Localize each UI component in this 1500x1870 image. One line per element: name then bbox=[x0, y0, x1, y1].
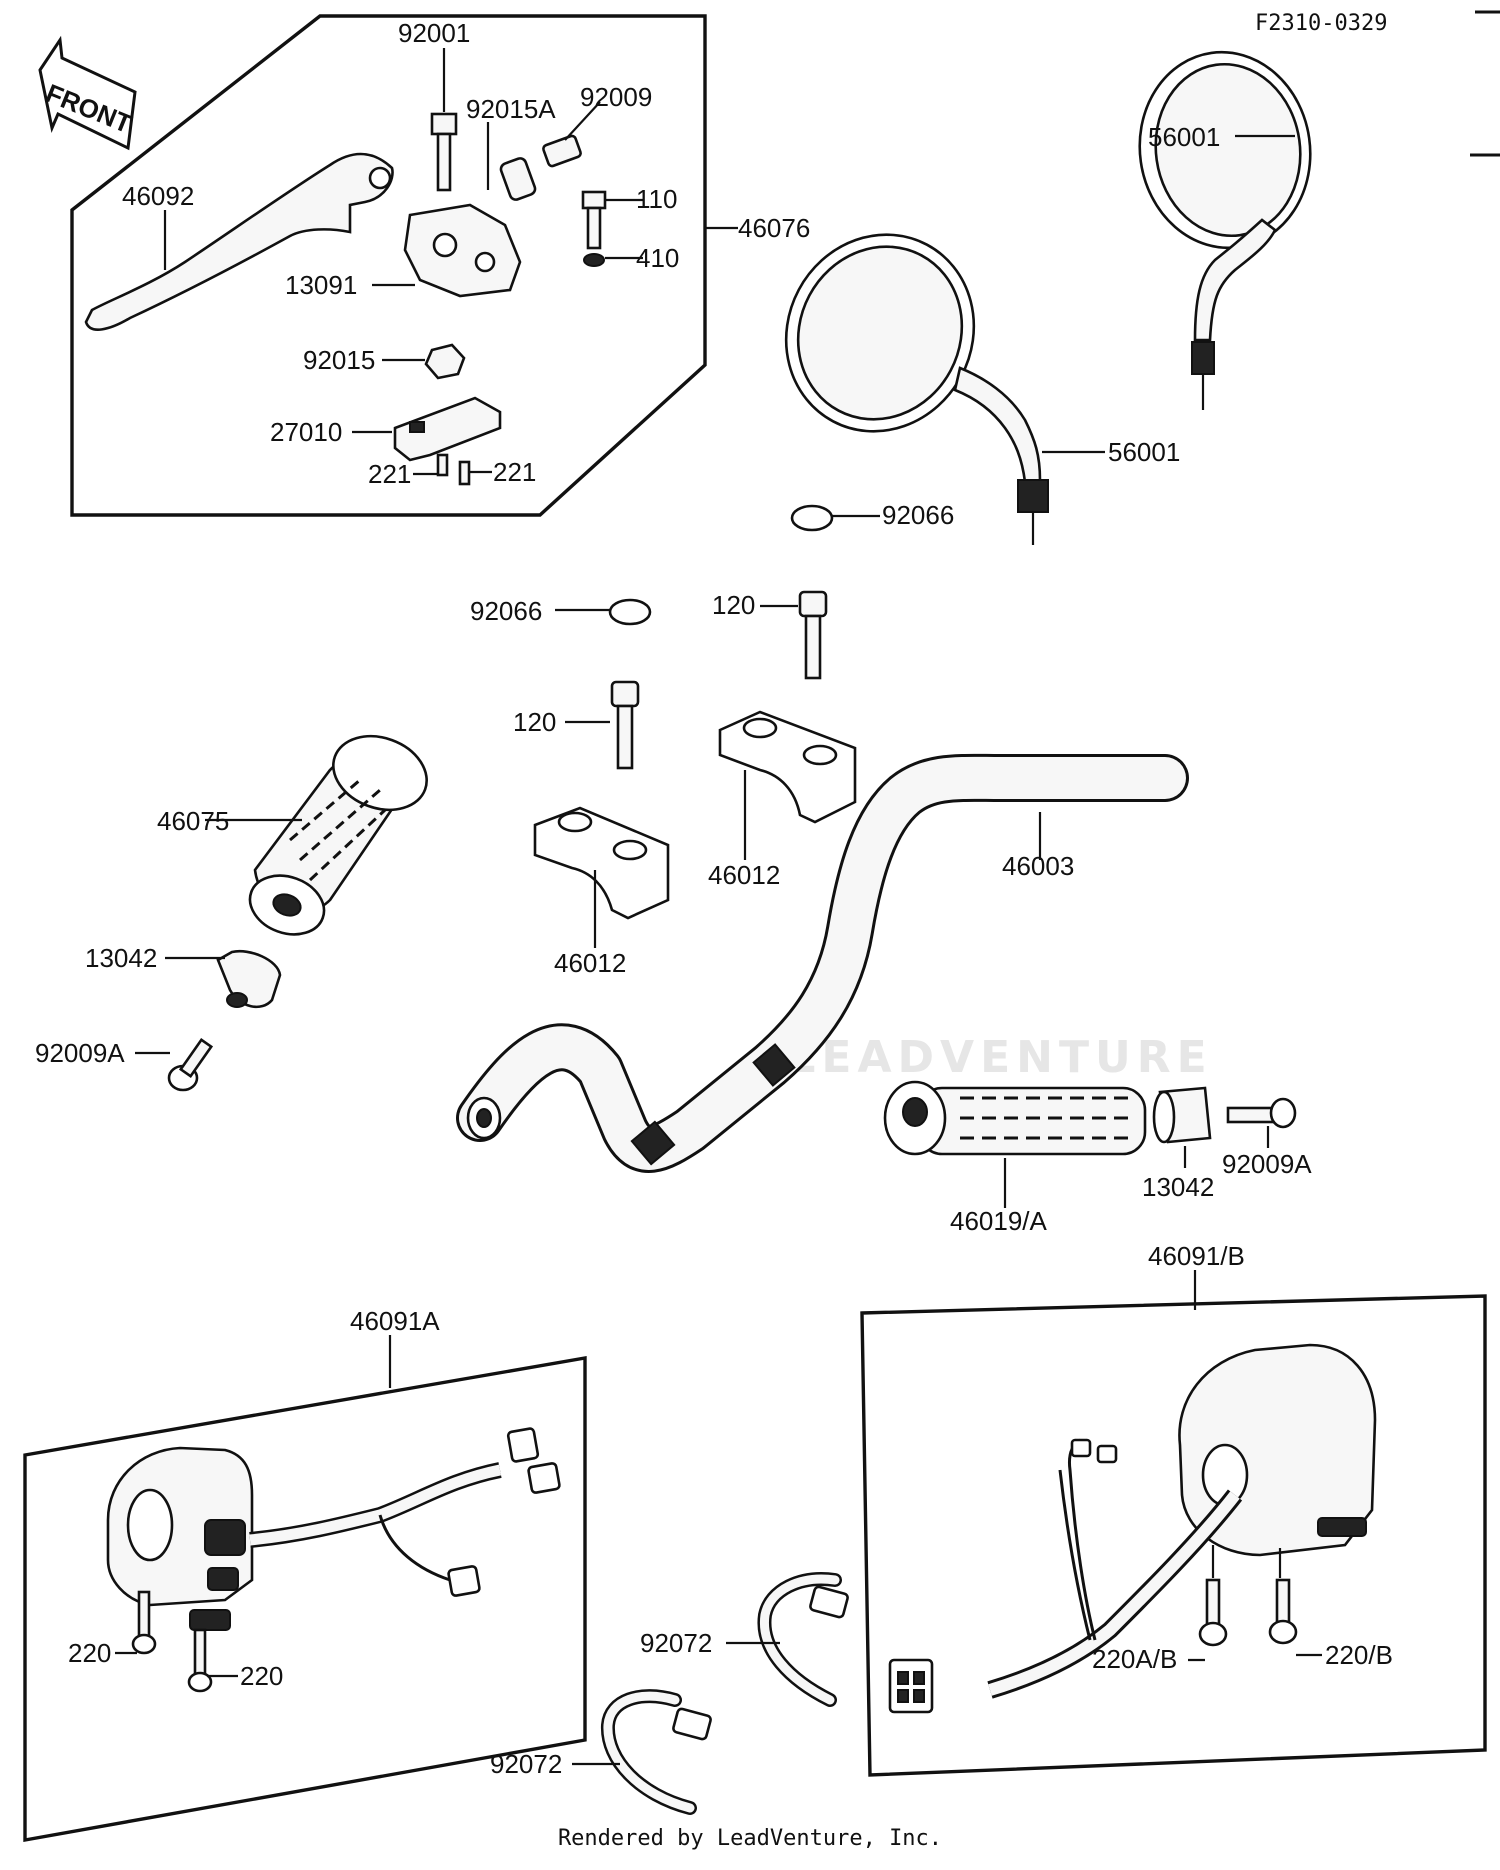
cap-92066-left bbox=[608, 598, 652, 626]
left-switch-housing bbox=[106, 1427, 561, 1631]
bolt-110-shank bbox=[586, 206, 602, 250]
bolt-120-lower-shank bbox=[616, 704, 634, 770]
callout-221-left: 221 bbox=[368, 459, 411, 489]
callout-56001-top: 56001 bbox=[1148, 122, 1220, 152]
clamp-92072-lower bbox=[600, 1689, 712, 1815]
screw-221-left bbox=[436, 453, 449, 477]
clamp-92072-upper bbox=[757, 1572, 849, 1707]
callout-410: 410 bbox=[636, 243, 679, 273]
screw-92009A-right bbox=[1226, 1097, 1297, 1129]
credit-line: Rendered by LeadVenture, Inc. bbox=[557, 1826, 943, 1851]
callout-46019A: 46019/A bbox=[950, 1206, 1048, 1236]
holder-46012-lower bbox=[533, 806, 670, 920]
bolt-120-upper-head bbox=[798, 590, 828, 618]
callout-46003: 46003 bbox=[1002, 851, 1074, 881]
callout-46091B: 46091/B bbox=[1148, 1241, 1245, 1271]
holder-46012-upper bbox=[718, 710, 857, 824]
washer-410 bbox=[583, 253, 605, 267]
lever-bracket bbox=[403, 203, 522, 298]
adjuster-screw-92009 bbox=[542, 134, 582, 168]
bar-end-13042-right bbox=[1152, 1086, 1212, 1144]
figure-code: F2310-0329 bbox=[1255, 11, 1387, 36]
callout-220-left: 220 bbox=[68, 1638, 111, 1668]
bolt-120-upper-shank bbox=[804, 614, 822, 680]
clutch-lever bbox=[84, 152, 394, 331]
grip-46075 bbox=[248, 734, 428, 936]
callout-46012-upper: 46012 bbox=[708, 860, 780, 890]
right-switch-box bbox=[860, 1294, 1487, 1777]
knurl-left bbox=[630, 1120, 676, 1166]
callout-110: 110 bbox=[636, 184, 677, 214]
callout-27010: 27010 bbox=[270, 417, 342, 447]
callout-92015: 92015 bbox=[303, 345, 375, 375]
bolt-110-head bbox=[581, 190, 607, 210]
bolt-92001-shank bbox=[436, 132, 452, 192]
callout-92009: 92009 bbox=[580, 82, 652, 112]
screw-220AB bbox=[1198, 1578, 1228, 1647]
screw-220-left bbox=[131, 1590, 157, 1655]
callout-220B: 220/B bbox=[1325, 1640, 1393, 1670]
front-arrow-icon: FRONT bbox=[38, 35, 137, 151]
bolt-120-lower-head bbox=[610, 680, 640, 708]
callout-46091A: 46091A bbox=[350, 1306, 440, 1336]
cap-92066-right bbox=[790, 504, 834, 532]
callout-120-upper: 120 bbox=[712, 590, 755, 620]
lever-switch-27010 bbox=[393, 396, 502, 462]
screw-220B bbox=[1268, 1578, 1298, 1645]
callout-92009A-right: 92009A bbox=[1222, 1149, 1312, 1179]
knurl-right bbox=[752, 1043, 796, 1087]
lever-assembly-box bbox=[70, 14, 707, 517]
callout-221-right: 221 bbox=[493, 457, 536, 487]
callout-46092: 46092 bbox=[122, 181, 194, 211]
callout-46076: 46076 bbox=[738, 213, 810, 243]
callout-13042-left: 13042 bbox=[85, 943, 157, 973]
callout-120-lower: 120 bbox=[513, 707, 556, 737]
screw-221-right bbox=[458, 460, 471, 486]
callout-92072-lower: 92072 bbox=[490, 1749, 562, 1779]
left-switch-box bbox=[23, 1355, 587, 1843]
callout-92066-left: 92066 bbox=[470, 596, 542, 626]
mirror-left bbox=[784, 233, 1049, 545]
callout-13091: 13091 bbox=[285, 270, 357, 300]
callout-220AB: 220A/B bbox=[1092, 1644, 1177, 1674]
throttle-grip-46019A bbox=[883, 1080, 1147, 1156]
callout-46075: 46075 bbox=[157, 806, 229, 836]
callout-92066-right: 92066 bbox=[882, 500, 954, 530]
callout-92015A: 92015A bbox=[466, 94, 556, 124]
nut-92015 bbox=[424, 343, 466, 380]
screw-92009A-left bbox=[167, 1038, 214, 1092]
callout-92001: 92001 bbox=[398, 18, 470, 48]
callout-56001-left: 56001 bbox=[1108, 437, 1180, 467]
callout-13042-right: 13042 bbox=[1142, 1172, 1214, 1202]
watermark-text: LEADVENTURE bbox=[787, 1032, 1212, 1083]
mirror-right bbox=[1138, 50, 1312, 410]
callout-92009A-left: 92009A bbox=[35, 1038, 125, 1068]
callout-92072-upper: 92072 bbox=[640, 1628, 712, 1658]
lever-pivot bbox=[368, 166, 392, 190]
right-switch-housing bbox=[888, 1343, 1377, 1714]
callout-46012-lower: 46012 bbox=[554, 948, 626, 978]
screw-220-right bbox=[187, 1628, 213, 1693]
adjuster-92015A bbox=[499, 157, 537, 201]
bar-end-13042-left bbox=[216, 949, 282, 1009]
bolt-92001-head bbox=[430, 112, 458, 136]
handlebar-46003 bbox=[459, 756, 1186, 1170]
callout-220-right: 220 bbox=[240, 1661, 283, 1691]
